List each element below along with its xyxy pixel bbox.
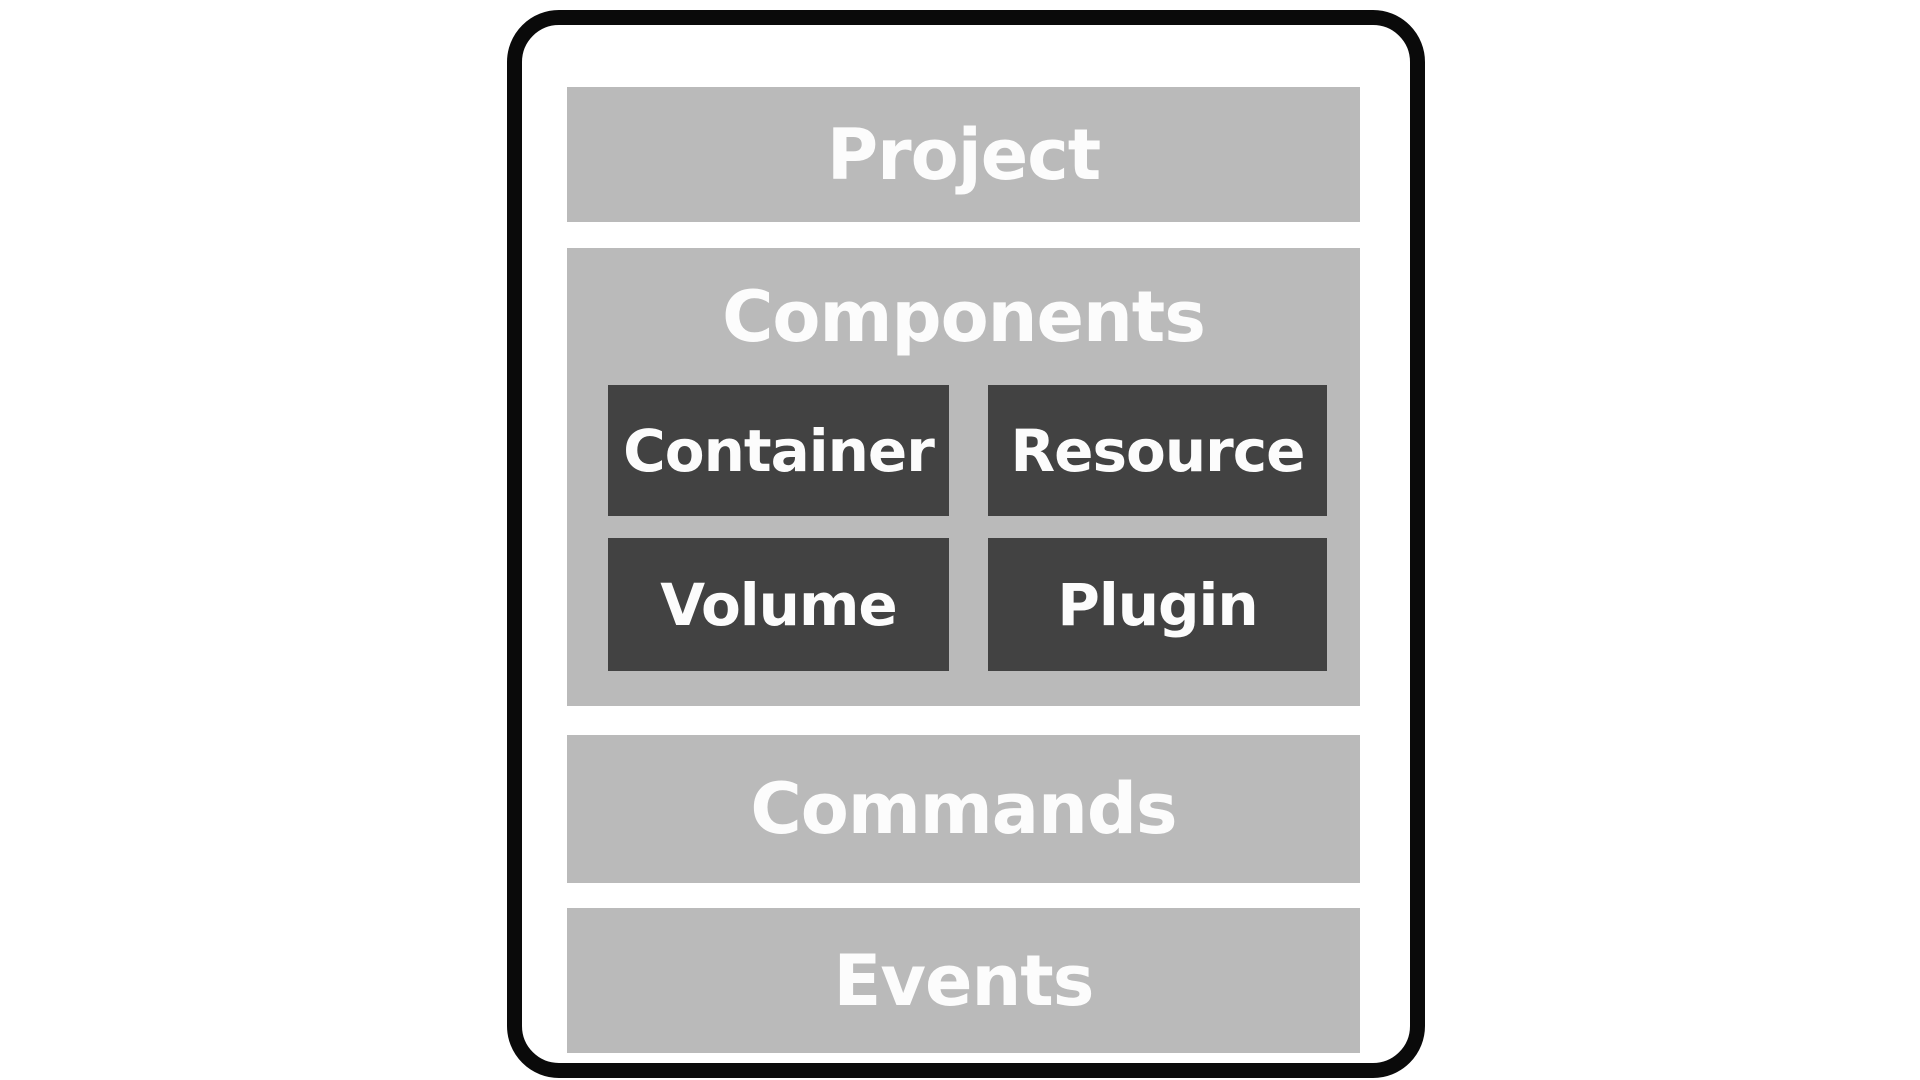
- events-label: Events: [833, 939, 1095, 1022]
- project-card: Project Components Container Resource Vo…: [507, 10, 1425, 1078]
- component-plugin-box: Plugin: [988, 538, 1327, 671]
- events-section: Events: [567, 908, 1360, 1053]
- component-resource-box: Resource: [988, 385, 1327, 516]
- commands-label: Commands: [750, 768, 1177, 850]
- project-label: Project: [826, 113, 1101, 196]
- project-section: Project: [567, 87, 1360, 222]
- components-section: Components Container Resource Volume Plu…: [567, 248, 1360, 706]
- components-grid: Container Resource Volume Plugin: [608, 385, 1360, 671]
- components-label: Components: [722, 275, 1206, 358]
- component-container-box: Container: [608, 385, 949, 516]
- component-volume-box: Volume: [608, 538, 949, 671]
- commands-section: Commands: [567, 735, 1360, 883]
